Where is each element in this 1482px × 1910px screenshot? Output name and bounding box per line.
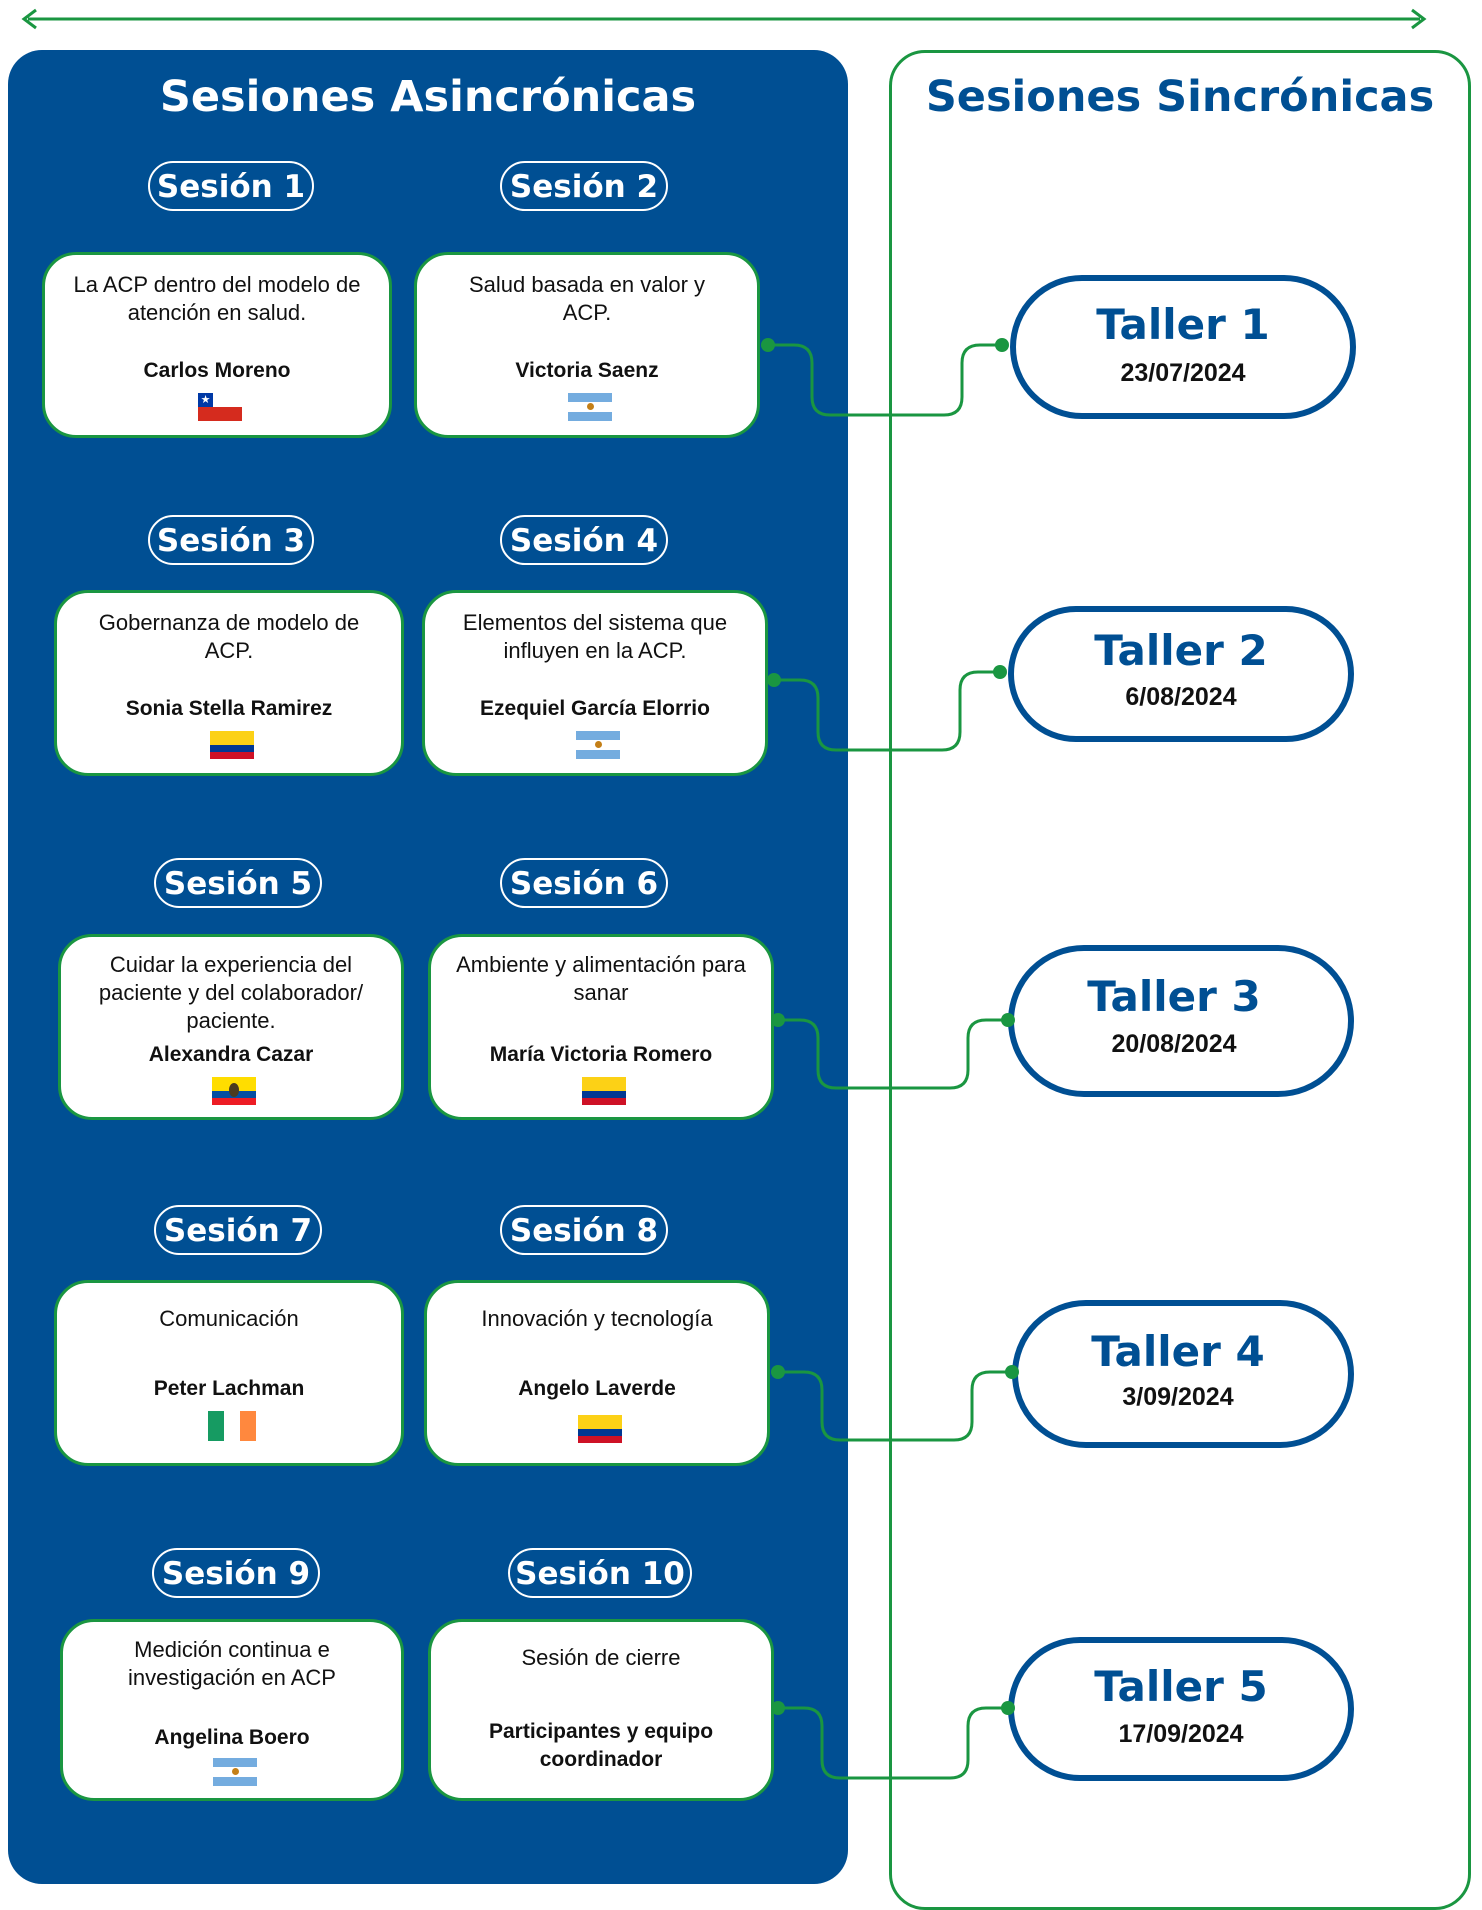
session-7-card[interactable]: Comunicación Peter Lachman	[54, 1280, 404, 1466]
taller-1[interactable]: Taller 1 23/07/2024	[1010, 275, 1356, 419]
session-9-label: Sesión 9	[152, 1548, 320, 1598]
session-3-label: Sesión 3	[148, 515, 314, 565]
session-6-topic: Ambiente y alimentación para sanar	[456, 952, 746, 1005]
session-6-card[interactable]: Ambiente y alimentación para sanar María…	[428, 934, 774, 1120]
session-8-label: Sesión 8	[500, 1205, 668, 1255]
taller-2-name: Taller 2	[1094, 626, 1268, 675]
taller-4[interactable]: Taller 4 3/09/2024	[1012, 1300, 1354, 1448]
taller-1-name: Taller 1	[1096, 300, 1270, 349]
taller-2-date: 6/08/2024	[1125, 683, 1237, 711]
session-5-topic: Cuidar la experiencia del paciente y del…	[98, 952, 364, 1033]
session-2-speaker: Victoria Saenz	[515, 359, 659, 382]
session-5-speaker: Alexandra Cazar	[148, 1043, 314, 1066]
session-1-topic: La ACP dentro del modelo de atención en …	[73, 272, 361, 325]
session-8-speaker: Angelo Laverde	[518, 1377, 676, 1400]
session-10-speaker: Participantes y equipo coordinador	[488, 1720, 714, 1771]
colombia-flag-icon	[210, 731, 254, 759]
argentina-flag-icon	[568, 393, 612, 421]
ireland-flag-icon	[208, 1411, 256, 1441]
taller-4-name: Taller 4	[1091, 1327, 1265, 1376]
session-7-speaker: Peter Lachman	[153, 1377, 305, 1400]
session-9-topic: Medición continua e investigación en ACP	[128, 1637, 336, 1690]
session-9-speaker: Angelina Boero	[154, 1726, 310, 1749]
session-4-card[interactable]: Elementos del sistema que influyen en la…	[422, 590, 768, 776]
session-2-label: Sesión 2	[500, 161, 668, 211]
colombia-flag-icon	[582, 1077, 626, 1105]
session-2-card[interactable]: Salud basada en valor y ACP. Victoria Sa…	[414, 252, 760, 438]
session-7-label: Sesión 7	[154, 1205, 322, 1255]
taller-5-name: Taller 5	[1094, 1662, 1268, 1711]
session-6-speaker: María Victoria Romero	[489, 1043, 713, 1066]
taller-1-date: 23/07/2024	[1120, 359, 1246, 387]
session-5-card[interactable]: Cuidar la experiencia del paciente y del…	[58, 934, 404, 1120]
timeline-arrow	[21, 8, 1427, 30]
session-3-speaker: Sonia Stella Ramirez	[125, 697, 333, 720]
taller-5-date: 17/09/2024	[1118, 1720, 1244, 1748]
chile-flag-icon: ★	[198, 393, 242, 421]
session-1-label: Sesión 1	[148, 161, 314, 211]
async-heading: Sesiones Asincrónicas	[159, 72, 697, 122]
session-4-topic: Elementos del sistema que influyen en la…	[462, 610, 728, 663]
session-2-topic: Salud basada en valor y ACP.	[468, 272, 706, 325]
session-8-card[interactable]: Innovación y tecnología Angelo Laverde	[424, 1280, 770, 1466]
argentina-flag-icon	[576, 731, 620, 759]
session-3-topic: Gobernanza de modelo de ACP.	[98, 610, 360, 663]
session-3-card[interactable]: Gobernanza de modelo de ACP. Sonia Stell…	[54, 590, 404, 776]
session-8-topic: Innovación y tecnología	[481, 1306, 713, 1331]
session-4-speaker: Ezequiel García Elorrio	[480, 697, 710, 720]
session-7-topic: Comunicación	[159, 1306, 299, 1331]
taller-3[interactable]: Taller 3 20/08/2024	[1008, 945, 1354, 1097]
taller-4-date: 3/09/2024	[1122, 1383, 1234, 1411]
session-5-label: Sesión 5	[154, 858, 322, 908]
session-9-card[interactable]: Medición continua e investigación en ACP…	[60, 1619, 404, 1801]
taller-5[interactable]: Taller 5 17/09/2024	[1008, 1637, 1354, 1781]
ecuador-flag-icon	[212, 1077, 256, 1105]
session-6-label: Sesión 6	[500, 858, 668, 908]
argentina-flag-icon	[213, 1758, 257, 1786]
taller-2[interactable]: Taller 2 6/08/2024	[1008, 606, 1354, 742]
session-4-label: Sesión 4	[500, 515, 668, 565]
session-10-label: Sesión 10	[508, 1548, 692, 1598]
colombia-flag-icon	[578, 1415, 622, 1443]
taller-3-name: Taller 3	[1087, 972, 1261, 1021]
sync-heading: Sesiones Sincrónicas	[925, 72, 1435, 122]
session-10-topic: Sesión de cierre	[521, 1645, 681, 1670]
session-1-speaker: Carlos Moreno	[143, 359, 291, 382]
taller-3-date: 20/08/2024	[1111, 1030, 1237, 1058]
session-10-card[interactable]: Sesión de cierre Participantes y equipo …	[428, 1619, 774, 1801]
session-1-card[interactable]: La ACP dentro del modelo de atención en …	[42, 252, 392, 438]
